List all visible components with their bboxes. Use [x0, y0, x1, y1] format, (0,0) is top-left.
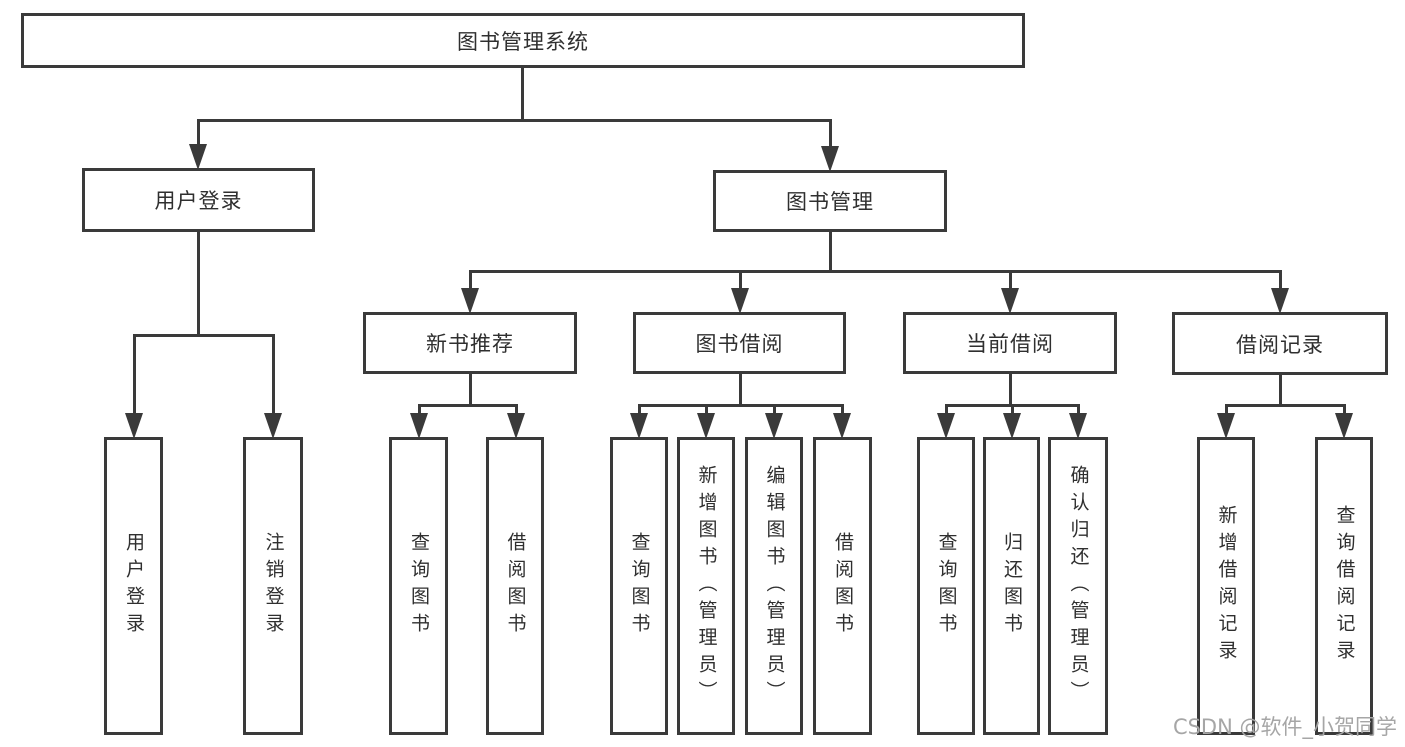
node-label: 编辑图书（管理员）	[763, 464, 786, 708]
node-root: 图书管理系统	[21, 13, 1025, 68]
connector-line	[196, 232, 200, 335]
node-label: 新增图书（管理员）	[695, 464, 718, 708]
node-v-query-book-3: 查询图书	[917, 437, 975, 735]
arrowhead-down-icon	[125, 413, 143, 439]
connector-line	[520, 68, 524, 120]
node-label: 用户登录	[154, 189, 243, 213]
arrowhead-down-icon	[507, 413, 525, 439]
arrowhead-down-icon	[264, 413, 282, 439]
node-label: 新增借阅记录	[1215, 505, 1238, 667]
node-label: 注销登录	[262, 532, 285, 640]
csdn-watermark: CSDN @软件_小贺同学	[1172, 715, 1397, 739]
node-v-query-book-1: 查询图书	[389, 437, 448, 735]
arrowhead-down-icon	[937, 413, 955, 439]
node-label: 归还图书	[1001, 532, 1023, 640]
node-v-borrow-book-1: 借阅图书	[486, 437, 544, 735]
connector-line	[1278, 375, 1282, 405]
node-borrow-records: 借阅记录	[1172, 312, 1388, 375]
node-label: 查询图书	[408, 532, 430, 640]
connector-line	[271, 335, 275, 433]
connector-line	[738, 374, 742, 405]
arrowhead-down-icon	[1003, 413, 1021, 439]
arrowhead-down-icon	[697, 413, 715, 439]
node-label: 图书借阅	[695, 332, 784, 356]
arrowhead-down-icon	[1271, 288, 1289, 314]
connector-line	[196, 120, 200, 164]
connector-line	[132, 333, 275, 337]
node-v-query-book-2: 查询图书	[610, 437, 668, 735]
node-label: 借阅图书	[832, 532, 854, 640]
node-label: 确认归还（管理员）	[1067, 464, 1090, 708]
arrowhead-down-icon	[765, 413, 783, 439]
connector-line	[1008, 374, 1012, 405]
connector-line	[1224, 403, 1346, 407]
node-v-add-record: 新增借阅记录	[1197, 437, 1255, 735]
node-v-edit-book: 编辑图书（管理员）	[745, 437, 803, 735]
connector-line	[828, 232, 832, 271]
arrowhead-down-icon	[189, 144, 207, 170]
connector-line	[828, 120, 832, 166]
arrowhead-down-icon	[461, 288, 479, 314]
arrowhead-down-icon	[1001, 288, 1019, 314]
node-label: 用户登录	[123, 532, 145, 640]
node-v-query-record: 查询借阅记录	[1315, 437, 1373, 735]
node-label: 图书管理	[786, 190, 874, 214]
node-label: 查询借阅记录	[1333, 505, 1356, 667]
node-label: 查询图书	[628, 532, 651, 640]
node-v-user-login: 用户登录	[104, 437, 163, 735]
node-label: 借阅记录	[1236, 332, 1324, 357]
arrowhead-down-icon	[833, 413, 851, 439]
arrowhead-down-icon	[731, 288, 749, 314]
node-v-borrow-book-2: 借阅图书	[813, 437, 872, 735]
node-book-borrow: 图书借阅	[633, 312, 846, 374]
node-book-mgmt: 图书管理	[713, 170, 947, 232]
node-v-logout: 注销登录	[243, 437, 303, 735]
node-label: 当前借阅	[966, 332, 1054, 356]
node-v-return-book: 归还图书	[983, 437, 1040, 735]
arrowhead-down-icon	[1217, 413, 1235, 439]
node-current-borrow: 当前借阅	[903, 312, 1117, 374]
node-v-confirm-return: 确认归还（管理员）	[1048, 437, 1108, 735]
node-label: 查询图书	[935, 532, 958, 640]
connector-line	[468, 374, 472, 405]
connector-line	[468, 269, 1282, 273]
connector-line	[637, 403, 844, 407]
connector-line	[132, 335, 136, 433]
arrowhead-down-icon	[410, 413, 428, 439]
node-label: 图书管理系统	[457, 29, 589, 54]
connector-line	[196, 118, 832, 122]
connector-line	[417, 403, 518, 407]
node-label: 借阅图书	[504, 532, 527, 640]
node-user-login: 用户登录	[82, 168, 315, 232]
arrowhead-down-icon	[821, 146, 839, 172]
node-label: 新书推荐	[426, 332, 514, 356]
arrowhead-down-icon	[1335, 413, 1353, 439]
arrowhead-down-icon	[630, 413, 648, 439]
node-v-add-book: 新增图书（管理员）	[677, 437, 735, 735]
node-new-book-rec: 新书推荐	[363, 312, 577, 374]
arrowhead-down-icon	[1069, 413, 1087, 439]
